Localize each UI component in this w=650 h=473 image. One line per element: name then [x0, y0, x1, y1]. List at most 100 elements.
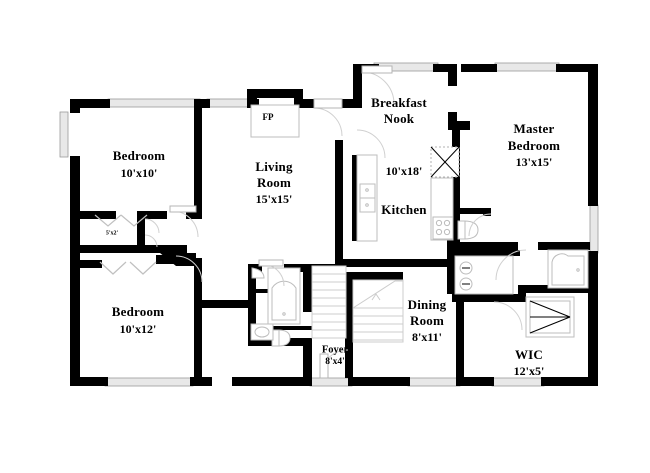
window-dining-bottom [407, 377, 461, 387]
door-swing-hall-small-2 [144, 234, 158, 248]
label-kitchen-dim: 10'x18' [386, 164, 423, 178]
master-shower-diag-1 [529, 300, 571, 318]
stair-run-lower [352, 279, 404, 343]
wall-living-bottom [335, 259, 395, 267]
wall-foyer-top [345, 272, 403, 280]
label-dining-name2: Room [410, 313, 444, 328]
window-bedroom3-bottom [104, 377, 194, 387]
door-swing-kitchen-hall [356, 129, 386, 159]
label-master-name1: Master [514, 121, 555, 136]
label-bedroom2-dim: 10'x10' [121, 166, 158, 180]
fireplace-group: FP [250, 104, 300, 138]
doors-group [94, 65, 527, 379]
master-shower-diag-2 [529, 316, 571, 334]
wall-ext-right-upper [588, 64, 598, 206]
wall-bath-top-stub-a [248, 264, 262, 272]
range-burner-4 [443, 228, 451, 236]
bifold-closet-a-right [120, 214, 148, 227]
window-master-top [494, 62, 560, 72]
wall-nook-right-horz [448, 121, 470, 130]
wall-master-top-a [461, 64, 497, 72]
door-swing-toilet [468, 213, 492, 237]
label-foyer-name: Foyer [322, 344, 349, 355]
room-labels-group: Bedroom 10'x10' Living Room 15'x15' Brea… [106, 95, 560, 378]
wall-wic-left [456, 302, 464, 382]
wall-shower-top [518, 285, 590, 293]
bifold-closet-a-left [94, 214, 122, 227]
hall-bath-toilet [277, 329, 291, 347]
wall-breakfast-left-vert [353, 64, 362, 108]
hall-bath-sink [254, 326, 270, 338]
wall-stair-left [303, 264, 312, 312]
wall-bottom-c [232, 377, 312, 386]
door-swing-wic [493, 301, 523, 331]
label-bedroom3-dim: 10'x12' [120, 322, 157, 336]
window-bedroom2-left [59, 111, 69, 158]
wall-foyer-left [303, 338, 312, 378]
wall-bottom-a [70, 377, 108, 386]
wall-foyer-right [345, 272, 353, 378]
staircase-group [311, 265, 404, 343]
label-dining-name1: Dining [408, 297, 447, 312]
door-leaf-living-top [313, 98, 343, 109]
exterior-walls [70, 64, 598, 386]
label-wic-name: WIC [515, 347, 543, 362]
wall-top-e [340, 99, 362, 108]
wall-bottom-e [456, 377, 494, 386]
window-wic-bottom [491, 377, 545, 387]
fireplace-box [250, 104, 300, 138]
wall-wic-top [456, 294, 526, 302]
range-burner-2 [443, 219, 451, 227]
master-toilet-tank [457, 220, 466, 240]
wall-ext-left-lower [70, 156, 80, 386]
label-master-name2: Bedroom [508, 138, 560, 153]
label-dining-dim: 8'x11' [412, 330, 442, 344]
wall-toilet-left [447, 250, 455, 294]
wall-ext-right-lower [588, 251, 598, 386]
wall-bed3-closet-b [156, 255, 176, 264]
wall-toilet-top [447, 208, 491, 214]
wall-closet-divider [137, 211, 145, 249]
stair-run-upper [311, 265, 347, 339]
hall-bath-tub-basin [271, 280, 297, 321]
label-bedroom3-name: Bedroom [112, 304, 164, 319]
stair-direction-arrow [371, 293, 381, 301]
wall-master-top-b [556, 64, 598, 72]
kitchen-sink-drain-2 [365, 203, 369, 207]
stair-rail-diagonal [352, 280, 403, 309]
kitchen-sink-drain-1 [365, 188, 369, 192]
hall-bath-fixtures [250, 267, 301, 347]
wall-bed3-closet-a [80, 260, 102, 268]
wall-breakfast-top-b [433, 64, 457, 72]
master-tub-drain [576, 268, 580, 272]
kitchen-fixtures [356, 146, 460, 242]
door-leaf-nook [361, 65, 393, 74]
range-burner-1 [435, 219, 443, 227]
master-toilet [463, 220, 479, 240]
label-living-name1: Living [255, 159, 293, 174]
window-living-top-left [206, 98, 250, 108]
wall-living-right [335, 140, 343, 265]
label-closet-dim: 5'x2' [106, 230, 119, 236]
wall-bed3-right [194, 258, 202, 386]
master-bath-fixtures [454, 220, 589, 338]
door-swing-bed3 [175, 255, 203, 283]
label-breakfast-name1: Breakfast [371, 95, 427, 110]
kitchen-appliance-x2 [430, 146, 460, 178]
door-swing-hall-small [144, 218, 160, 234]
fireplace-label: FP [263, 112, 274, 122]
label-bedroom2-name: Bedroom [113, 148, 165, 163]
master-tub-basin [551, 253, 585, 286]
interior-walls [80, 99, 590, 386]
label-living-dim: 15'x15' [256, 192, 293, 206]
door-leaf-front [319, 353, 329, 379]
wall-top-b [198, 99, 210, 108]
label-master-dim: 13'x15' [516, 155, 553, 169]
wall-bath-inner [268, 326, 312, 330]
window-master-right [589, 204, 599, 254]
range-burner-3 [435, 228, 443, 236]
wall-top-c [247, 99, 259, 108]
